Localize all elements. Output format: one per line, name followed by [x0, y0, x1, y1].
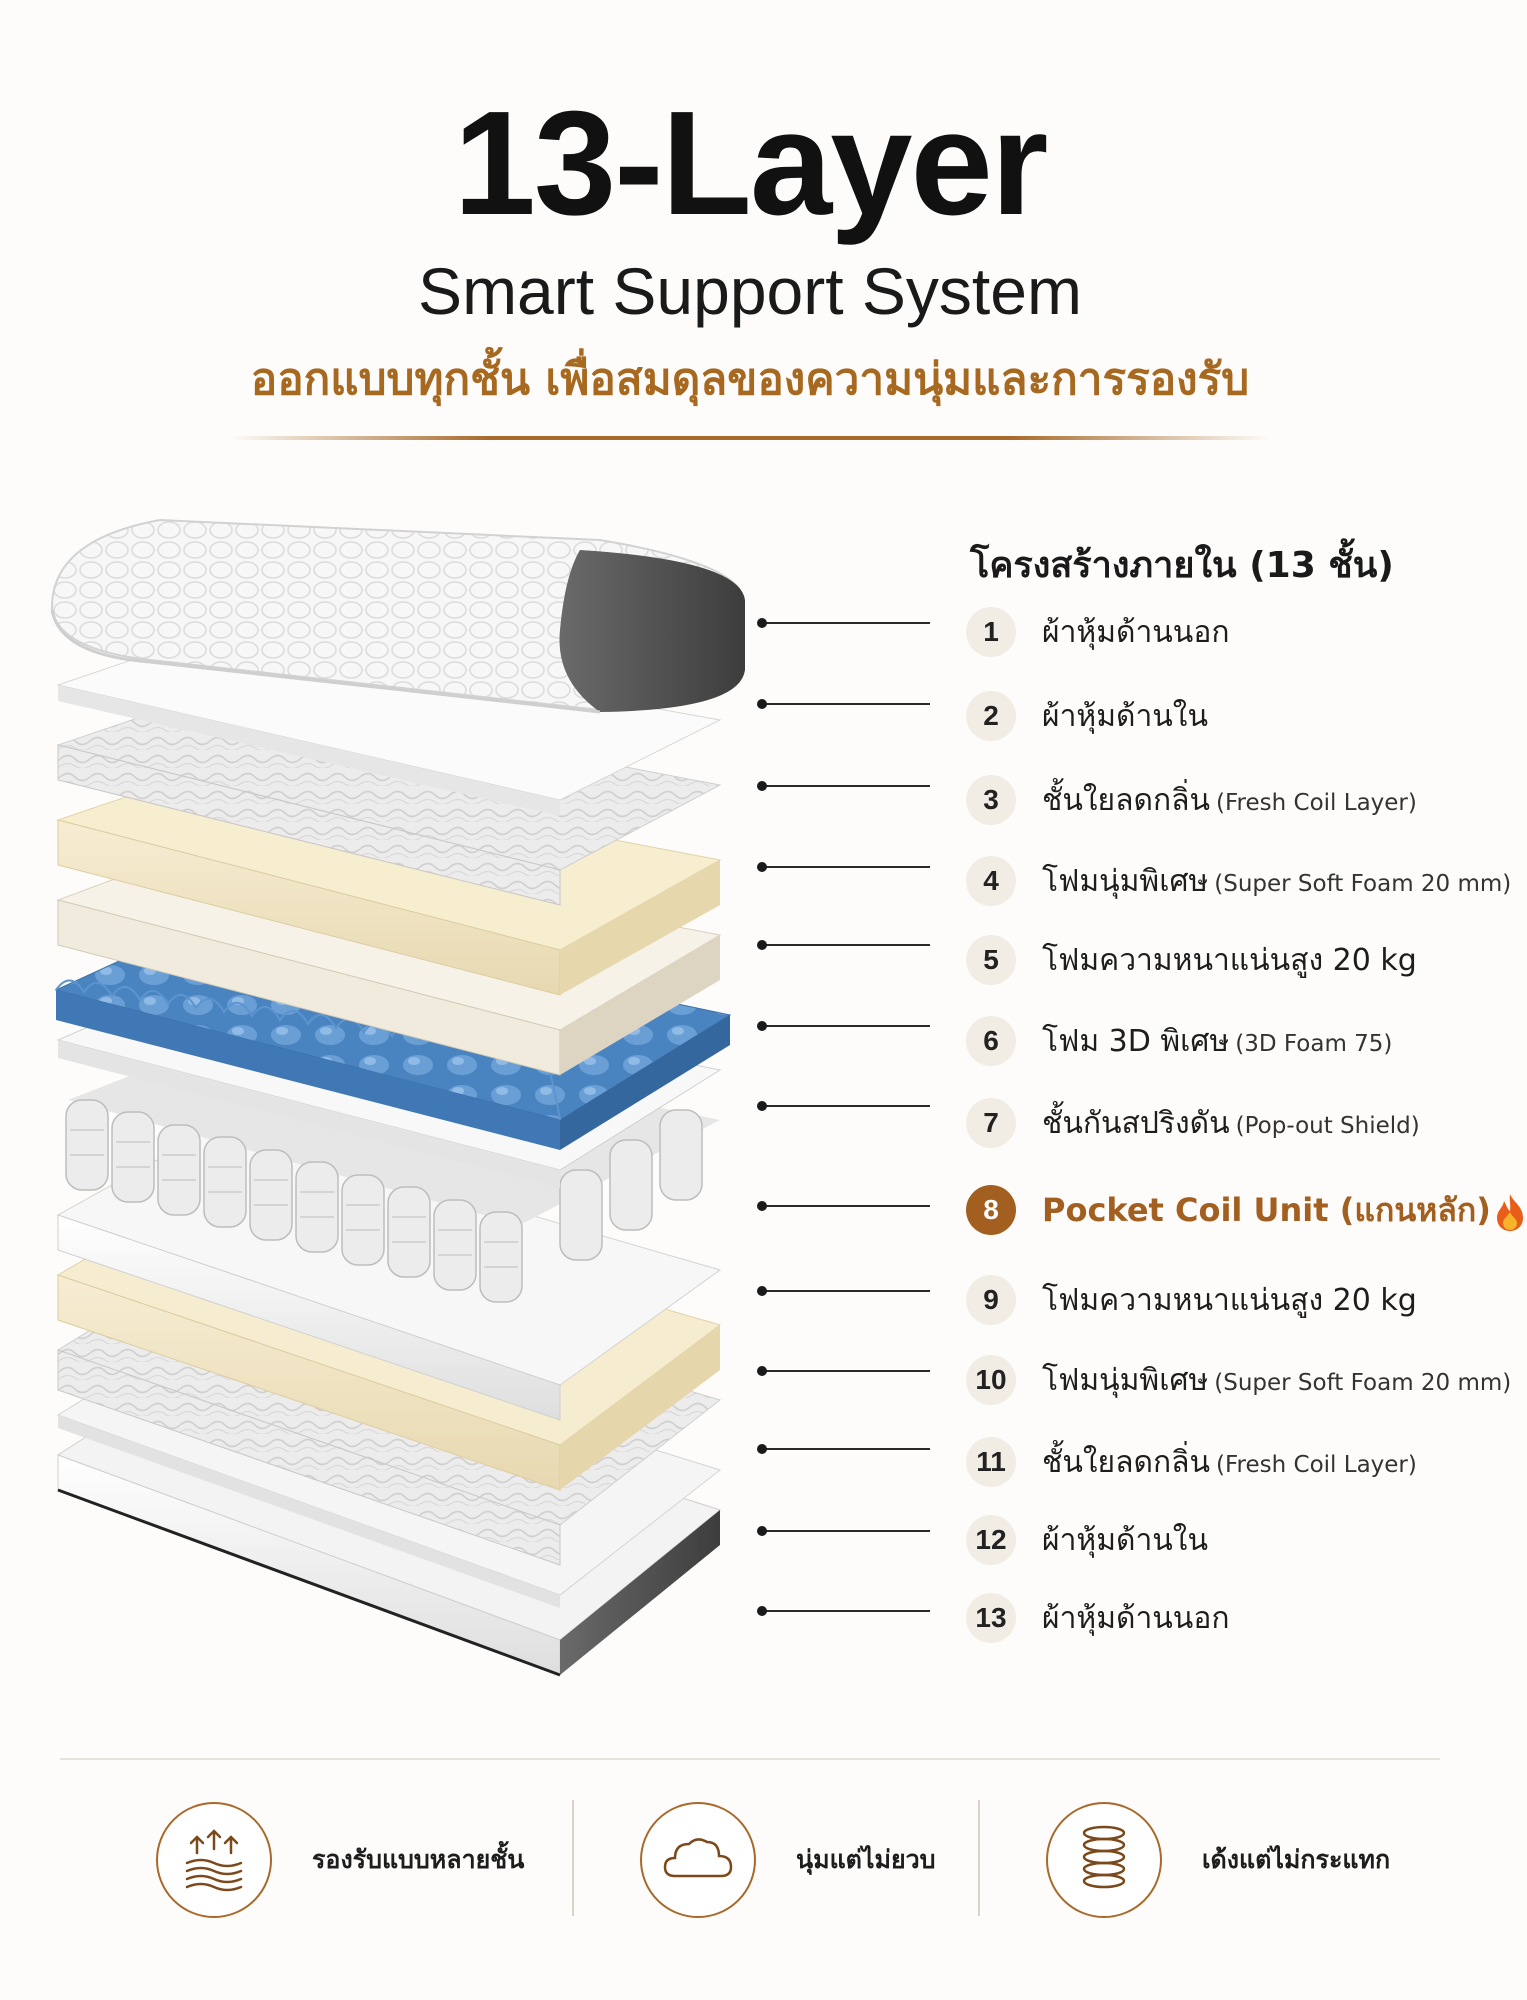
layer-name: ชั้นใยลดกลิ่น: [1042, 1444, 1211, 1480]
layer-name: Pocket Coil Unit (แกนหลัก): [1042, 1190, 1491, 1229]
layer-number-badge: 13: [966, 1593, 1016, 1643]
layer-number-badge: 9: [966, 1275, 1016, 1325]
layer-name: ผ้าหุ้มด้านนอก: [1042, 614, 1230, 650]
gold-divider: [230, 436, 1270, 440]
layer-item-8: 8 Pocket Coil Unit (แกนหลัก): [966, 1182, 1527, 1238]
leader-line-5: [757, 940, 930, 950]
layer-name: โฟมนุ่มพิเศษ: [1042, 1362, 1209, 1398]
layer-number-badge: 1: [966, 607, 1016, 657]
feature-divider: [978, 1800, 980, 1916]
feature-multi-layer-support: รองรับแบบหลายชั้น: [156, 1800, 524, 1920]
layer-item-5: 5 โฟมความหนาแน่นสูง 20 kg: [966, 932, 1417, 988]
layer-item-13: 13 ผ้าหุ้มด้านนอก: [966, 1590, 1230, 1646]
layer-item-11: 11 ชั้นใยลดกลิ่น(Fresh Coil Layer): [966, 1434, 1417, 1490]
layers-support-icon: [156, 1802, 272, 1918]
layer-number-badge: 7: [966, 1098, 1016, 1148]
layer-item-2: 2 ผ้าหุ้มด้านใน: [966, 688, 1208, 744]
layer-name-en: (Super Soft Foam 20 mm): [1214, 1369, 1512, 1396]
spring-coil-icon: [1046, 1802, 1162, 1918]
leader-line-13: [757, 1606, 930, 1616]
leader-line-8: [757, 1201, 930, 1211]
layer-name-en: (3D Foam 75): [1235, 1030, 1393, 1057]
leader-line-9: [757, 1286, 930, 1296]
layer-1-outer-cover: [50, 518, 745, 714]
tagline: ออกแบบทุกชั้น เพื่อสมดุลของความนุ่มและกา…: [250, 354, 1250, 405]
layer-name: โฟมความหนาแน่นสูง 20 kg: [1042, 942, 1417, 978]
leader-line-4: [757, 862, 930, 872]
leader-line-1: [757, 618, 930, 628]
feature-divider: [572, 1800, 574, 1916]
layer-name-en: (Fresh Coil Layer): [1216, 1451, 1417, 1478]
layer-name: ผ้าหุ้มด้านใน: [1042, 698, 1208, 734]
page-subtitle: Smart Support System: [418, 254, 1082, 328]
leader-line-12: [757, 1526, 930, 1536]
layer-name: ผ้าหุ้มด้านใน: [1042, 1522, 1208, 1558]
layer-name-en: (Pop-out Shield): [1235, 1112, 1420, 1139]
layer-number-badge: 4: [966, 856, 1016, 906]
layer-name: โฟมนุ่มพิเศษ: [1042, 863, 1209, 899]
layer-number-badge: 3: [966, 775, 1016, 825]
leader-line-3: [757, 781, 930, 791]
leader-line-11: [757, 1444, 930, 1454]
layer-item-3: 3 ชั้นใยลดกลิ่น(Fresh Coil Layer): [966, 772, 1417, 828]
layer-item-9: 9 โฟมความหนาแน่นสูง 20 kg: [966, 1272, 1417, 1328]
layer-item-4: 4 โฟมนุ่มพิเศษ(Super Soft Foam 20 mm): [966, 853, 1511, 909]
cloud-icon: [640, 1802, 756, 1918]
structure-title: โครงสร้างภายใน (13 ชั้น): [970, 545, 1394, 586]
layer-number-badge: 2: [966, 691, 1016, 741]
layer-name: โฟม 3D พิเศษ: [1042, 1023, 1230, 1059]
layer-item-6: 6 โฟม 3D พิเศษ(3D Foam 75): [966, 1013, 1392, 1069]
page-title: 13-Layer: [453, 81, 1049, 246]
layer-number-badge: 10: [966, 1355, 1016, 1405]
layer-name-en: (Super Soft Foam 20 mm): [1214, 870, 1512, 897]
layer-item-1: 1 ผ้าหุ้มด้านนอก: [966, 604, 1230, 660]
layer-item-7: 7 ชั้นกันสปริงดัน(Pop-out Shield): [966, 1095, 1420, 1151]
layer-number-badge: 12: [966, 1515, 1016, 1565]
layer-name: โฟมความหนาแน่นสูง 20 kg: [1042, 1282, 1417, 1318]
layer-item-12: 12 ผ้าหุ้มด้านใน: [966, 1512, 1208, 1568]
feature-soft-not-sagging: นุ่มแต่ไม่ยวบ: [640, 1800, 936, 1920]
layer-name-en: (Fresh Coil Layer): [1216, 789, 1417, 816]
bottom-divider: [60, 1758, 1440, 1760]
leader-line-10: [757, 1366, 930, 1376]
leader-line-7: [757, 1101, 930, 1111]
layer-name: ผ้าหุ้มด้านนอก: [1042, 1600, 1230, 1636]
feature-label: รองรับแบบหลายชั้น: [312, 1845, 525, 1874]
feature-bouncy-no-jolt: เด้งแต่ไม่กระแทก: [1046, 1800, 1390, 1920]
feature-label: เด้งแต่ไม่กระแทก: [1202, 1845, 1391, 1874]
fire-icon: [1496, 1193, 1523, 1231]
layer-item-10: 10 โฟมนุ่มพิเศษ(Super Soft Foam 20 mm): [966, 1352, 1511, 1408]
feature-label: นุ่มแต่ไม่ยวบ: [796, 1845, 936, 1874]
leader-line-6: [757, 1021, 930, 1031]
layer-name: ชั้นกันสปริงดัน: [1042, 1105, 1230, 1141]
leader-line-2: [757, 699, 930, 709]
layer-number-badge: 5: [966, 935, 1016, 985]
layer-number-badge: 6: [966, 1016, 1016, 1066]
mattress-layer-stack: [0, 480, 780, 1680]
layer-number-badge: 11: [966, 1437, 1016, 1487]
layer-number-badge: 8: [966, 1185, 1016, 1235]
layer-name: ชั้นใยลดกลิ่น: [1042, 782, 1211, 818]
